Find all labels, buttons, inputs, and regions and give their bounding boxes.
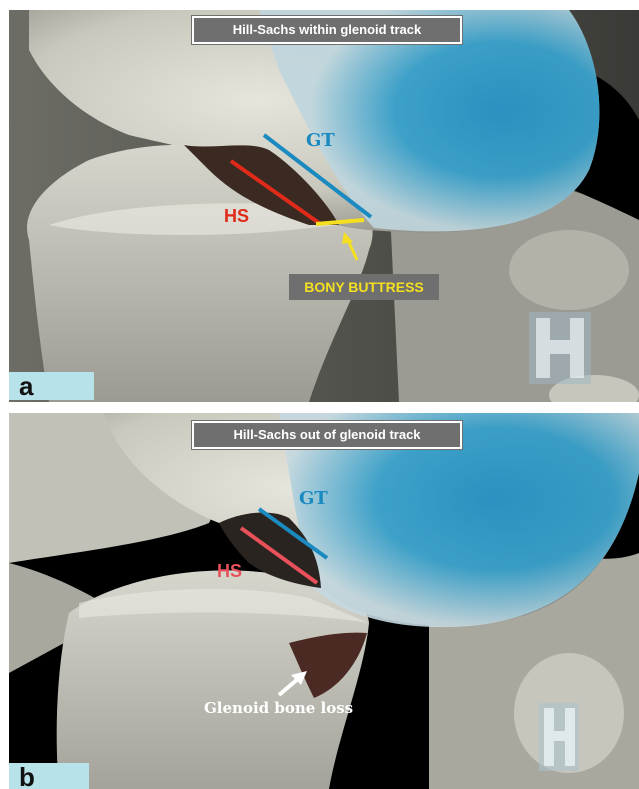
- panel-a-gt-label: GT: [306, 130, 335, 151]
- glenoid-bone-loss-label: Glenoid bone loss: [204, 699, 353, 717]
- panel-a-hs-label: HS: [224, 206, 249, 227]
- panel-b-title: Hill-Sachs out of glenoid track: [192, 421, 462, 449]
- dh-logo-icon: [529, 312, 591, 384]
- panel-b-letter: b: [9, 763, 89, 789]
- panel-a-letter: a: [9, 372, 94, 400]
- bony-buttress-label: BONY BUTTRESS: [289, 274, 439, 300]
- dh-logo-icon-b: [539, 703, 579, 771]
- panel-a-illustration: [9, 10, 639, 402]
- panel-b-hs-label: HS: [217, 561, 242, 582]
- panel-a-title: Hill-Sachs within glenoid track: [192, 16, 462, 44]
- panel-b-illustration: [9, 413, 639, 789]
- panel-b: Hill-Sachs out of glenoid track GT HS Gl…: [9, 413, 639, 789]
- panel-a: Hill-Sachs within glenoid track GT HS BO…: [9, 10, 639, 402]
- panel-b-gt-label: GT: [299, 488, 328, 509]
